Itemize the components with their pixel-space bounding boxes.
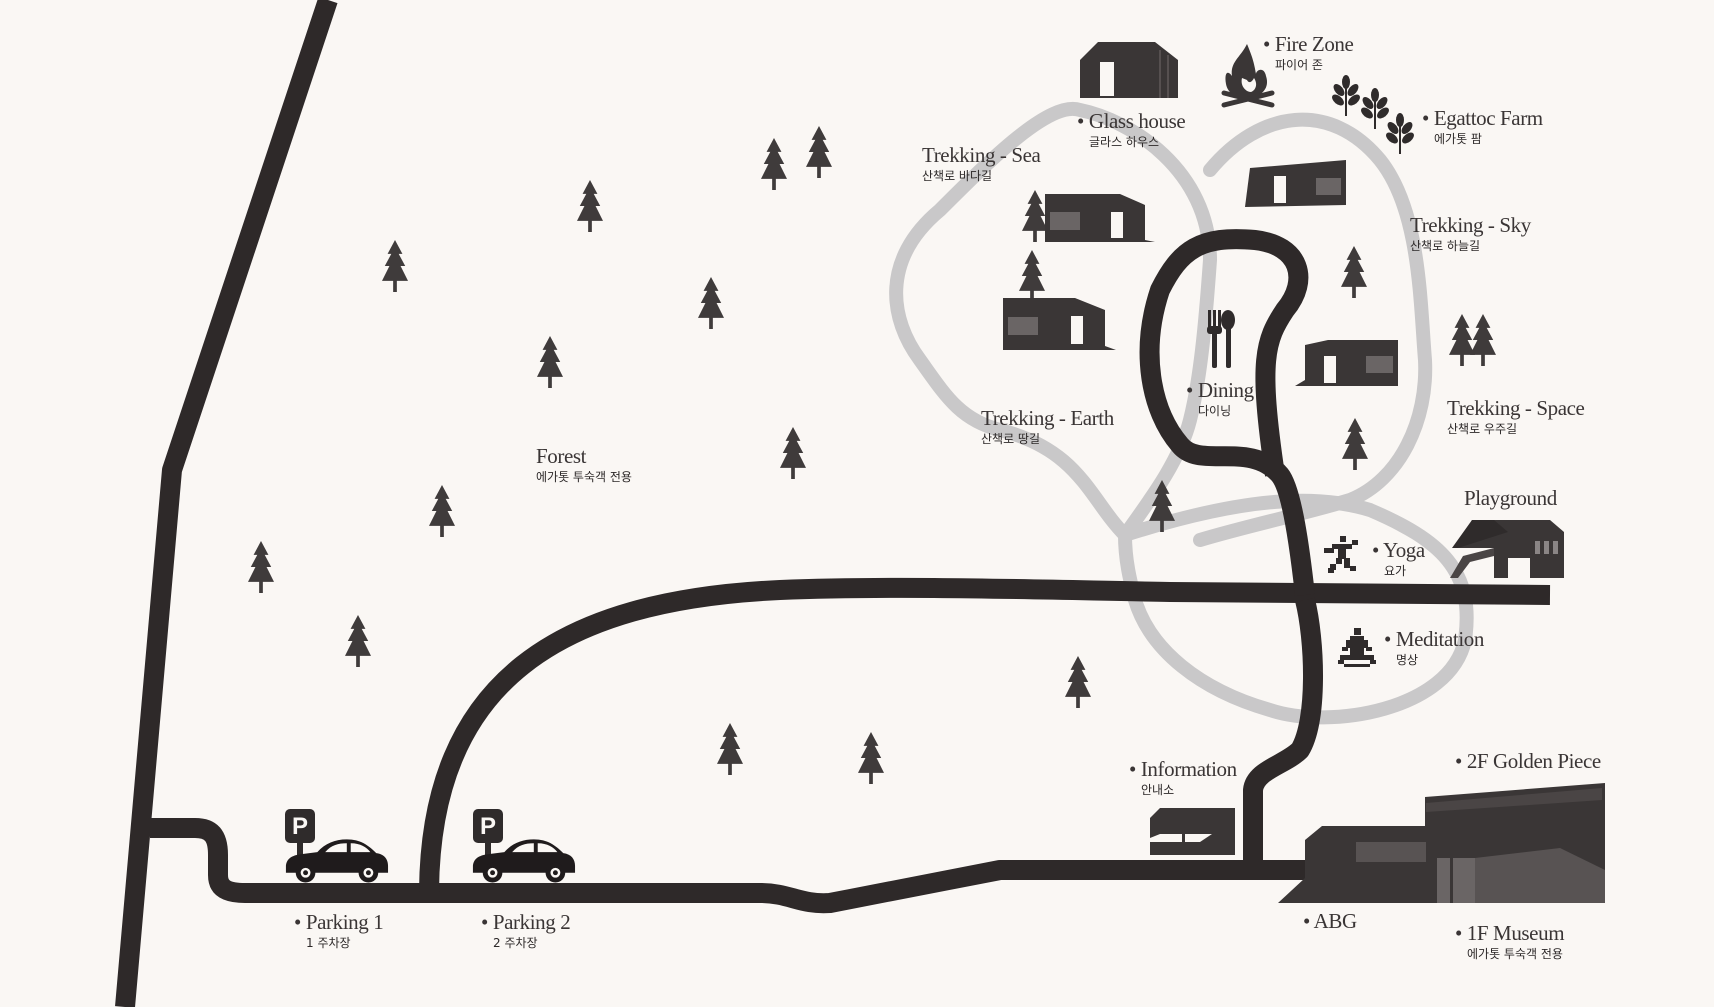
label-ko: 1 주차장 <box>306 936 351 950</box>
pine-tree-icon <box>761 138 787 190</box>
cabin-icon[interactable] <box>1295 340 1398 386</box>
label-en: Dining <box>1197 378 1254 402</box>
pine-tree-icon <box>537 336 563 388</box>
label-ko: 2 주차장 <box>493 936 538 950</box>
parking-1-icon[interactable]: P <box>285 809 389 883</box>
meditation-icon[interactable] <box>1338 628 1376 667</box>
label-en: ABG <box>1313 909 1358 933</box>
label-en: Fire Zone <box>1274 32 1354 56</box>
parking-2-icon[interactable]: P <box>472 809 576 883</box>
label-en: Forest <box>536 444 587 468</box>
info-building-icon[interactable] <box>1150 808 1235 855</box>
road-to-junction <box>419 577 1551 894</box>
label-en: Meditation <box>1395 627 1485 651</box>
label-trekking-sea[interactable]: Trekking - Sea 산책로 바다길 <box>922 143 1041 183</box>
fork-spoon-icon[interactable] <box>1207 310 1235 368</box>
label-ko: 에가톳 투숙객 전용 <box>536 470 632 484</box>
trail-loop-south[interactable] <box>1118 493 1474 725</box>
label-abg[interactable]: • ABG <box>1303 909 1358 933</box>
label-trekking-space[interactable]: Trekking - Space 산책로 우주길 <box>1447 396 1585 436</box>
label-en: Egattoc Farm <box>1433 106 1543 130</box>
cabins <box>1003 160 1398 386</box>
road-to-information <box>1243 597 1323 870</box>
pine-tree-icon <box>577 180 603 232</box>
label-en: Glass house <box>1088 109 1186 133</box>
cabin-icon[interactable] <box>1045 194 1155 242</box>
label-forest[interactable]: Forest 에가톳 투숙객 전용 <box>536 444 632 484</box>
label-egattoc-farm[interactable]: • Egattoc Farm 에가톳 팜 <box>1422 106 1543 146</box>
pine-tree-icon <box>1449 314 1475 366</box>
label-ko: 에가톳 팜 <box>1434 132 1482 146</box>
pine-tree-icon <box>806 126 832 178</box>
pine-tree-icon <box>248 541 274 593</box>
label-ko: 산책로 하늘길 <box>1410 239 1481 253</box>
pine-tree-icon <box>1341 246 1367 298</box>
parking-sign: P <box>292 813 308 840</box>
label-parking-2[interactable]: • Parking 2 2 주차장 <box>481 910 571 950</box>
label-parking-1[interactable]: • Parking 1 1 주차장 <box>294 910 384 950</box>
label-ko: 산책로 우주길 <box>1447 422 1518 436</box>
cabin-icon[interactable] <box>1003 298 1116 350</box>
label-ko: 파이어 존 <box>1275 58 1323 72</box>
museum-building-icon[interactable] <box>1278 783 1605 903</box>
glass-house-cabin-icon[interactable] <box>1080 42 1178 98</box>
label-playground[interactable]: Playground <box>1464 488 1557 509</box>
label-dining[interactable]: • Dining 다이닝 <box>1186 378 1254 418</box>
main-highway <box>115 0 338 1007</box>
pine-tree-icon <box>382 240 408 292</box>
label-museum[interactable]: • 1F Museum 에가톳 투숙객 전용 <box>1455 921 1565 961</box>
pine-tree-icon <box>429 485 455 537</box>
pine-tree-icon <box>717 723 743 775</box>
label-ko: 안내소 <box>1141 783 1175 797</box>
label-ko: 산책로 땅길 <box>981 432 1041 446</box>
yoga-pose-icon[interactable] <box>1324 536 1358 573</box>
label-en: Parking 2 <box>492 910 571 934</box>
parking-sign: P <box>480 813 496 840</box>
label-trekking-sky[interactable]: Trekking - Sky 산책로 하늘길 <box>1410 213 1531 253</box>
label-en: Trekking - Earth <box>981 406 1114 430</box>
label-ko: 글라스 하우스 <box>1089 135 1160 149</box>
label-en: Information <box>1140 757 1237 781</box>
label-glass-house[interactable]: • Glass house 글라스 하우스 <box>1077 109 1186 149</box>
pine-tree-icon <box>780 427 806 479</box>
pine-tree-icon <box>1022 190 1048 242</box>
label-fire-zone[interactable]: • Fire Zone 파이어 존 <box>1263 32 1354 72</box>
road-parking-lot <box>150 818 1312 914</box>
roads <box>115 0 1551 1007</box>
leaf-icon <box>1332 75 1414 154</box>
trail-loop-east[interactable] <box>1193 112 1433 547</box>
pine-tree-icon <box>1470 314 1496 366</box>
label-trekking-earth[interactable]: Trekking - Earth 산책로 땅길 <box>981 406 1114 446</box>
trekking-trails <box>889 101 1474 725</box>
campfire-icon[interactable] <box>1221 44 1275 108</box>
playground-icon[interactable] <box>1450 520 1564 578</box>
label-ko: 다이닝 <box>1198 404 1232 418</box>
label-ko: 요가 <box>1384 564 1407 578</box>
cabin-icon[interactable] <box>1245 160 1346 207</box>
label-en: Parking 1 <box>305 910 384 934</box>
label-en: Playground <box>1464 486 1557 510</box>
label-ko: 에가톳 투숙객 전용 <box>1467 947 1563 961</box>
label-ko: 명상 <box>1396 653 1419 667</box>
pine-tree-icon <box>1065 656 1091 708</box>
pine-tree-icon <box>1019 250 1045 302</box>
road-to-dining <box>1139 229 1315 597</box>
label-information[interactable]: • Information 안내소 <box>1129 757 1237 797</box>
label-en: Yoga <box>1383 538 1425 562</box>
label-ko: 산책로 바다길 <box>922 169 993 183</box>
trail-loop-west[interactable] <box>889 101 1217 542</box>
pine-tree-icon <box>345 615 371 667</box>
pine-tree-icon <box>858 732 884 784</box>
label-en: Trekking - Sea <box>922 143 1041 167</box>
label-en: Trekking - Sky <box>1410 213 1531 237</box>
label-en: 1F Museum <box>1466 921 1565 945</box>
label-en: 2F Golden Piece <box>1466 749 1601 773</box>
label-yoga[interactable]: • Yoga 요가 <box>1372 538 1425 578</box>
pine-tree-icon <box>1342 418 1368 470</box>
label-en: Trekking - Space <box>1447 396 1585 420</box>
label-golden-piece[interactable]: • 2F Golden Piece <box>1455 749 1601 773</box>
label-meditation[interactable]: • Meditation 명상 <box>1384 627 1485 667</box>
pine-tree-icon <box>698 277 724 329</box>
